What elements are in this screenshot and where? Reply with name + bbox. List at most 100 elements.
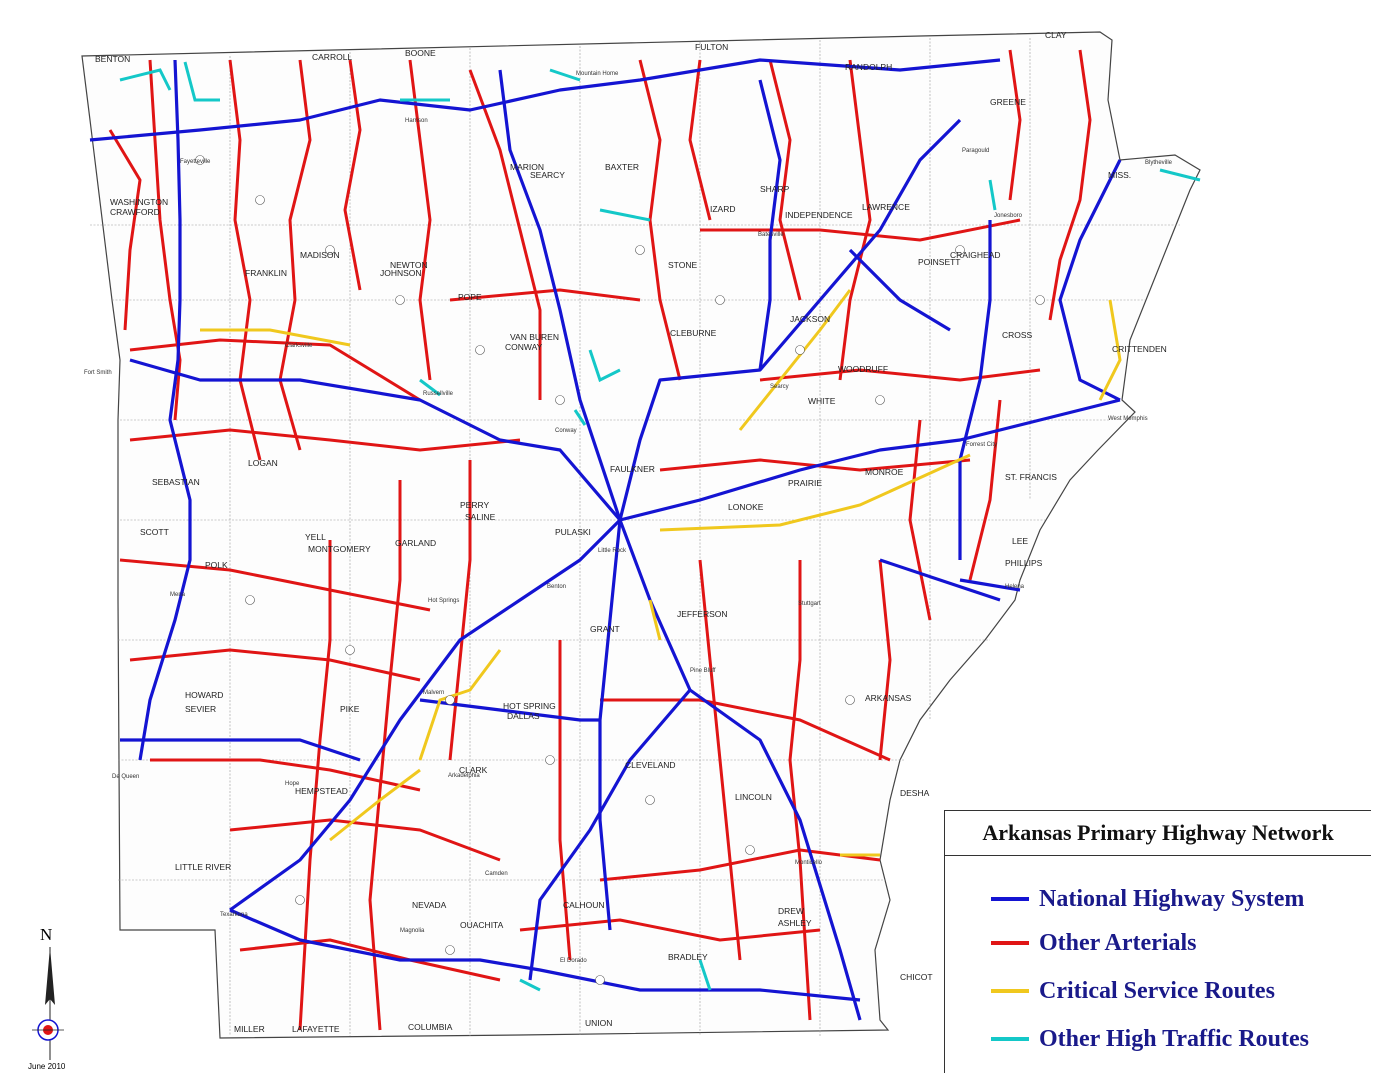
legend-item-arterials: Other Arterials [991, 927, 1197, 959]
legend-item-critical: Critical Service Routes [991, 975, 1275, 1007]
county-label: OUACHITA [460, 920, 504, 930]
county-label: SCOTT [140, 527, 169, 537]
county-label: NEWTON [390, 260, 428, 270]
county-label: CLEVELAND [625, 760, 676, 770]
city-label: Mena [170, 592, 186, 598]
other-high-traffic-routes [119, 61, 1201, 992]
county-label: MISS. [1108, 170, 1131, 180]
county-label: BAXTER [605, 162, 639, 172]
county-label: CRAIGHEAD [950, 250, 1001, 260]
county-label: LEE [1012, 536, 1028, 546]
county-label: CLARK [459, 765, 488, 775]
county-label: DESHA [900, 788, 930, 798]
city-label: Stuttgart [798, 601, 821, 607]
county-label: MADISON [300, 250, 340, 260]
city-label: West Memphis [1108, 416, 1148, 422]
county-labels: BENTON CARROLL BOONE MARION BAXTER FULTON RAND… [95, 30, 1167, 1034]
county-label: HOWARD [185, 690, 223, 700]
county-label: INDEPENDENCE [785, 210, 853, 220]
county-label: CALHOUN [563, 900, 605, 910]
county-label: DREW [778, 906, 804, 916]
county-label: PHILLIPS [1005, 558, 1043, 568]
city-label: Monticello [795, 860, 823, 866]
county-label: GRANT [590, 624, 620, 634]
county-label: ASHLEY [778, 918, 812, 928]
county-label: POINSETT [918, 257, 961, 267]
city-label: El Dorado [560, 958, 587, 964]
county-label: RANDOLPH [845, 62, 892, 72]
county-label: UNION [585, 1018, 612, 1028]
county-label: VAN BUREN [510, 332, 559, 342]
county-label: LOGAN [248, 458, 278, 468]
county-label: FRANKLIN [245, 268, 287, 278]
county-label: JEFFERSON [677, 609, 728, 619]
county-label: HOT SPRING [503, 701, 556, 711]
legend-swatch [991, 1037, 1029, 1041]
county-label: LAWRENCE [862, 202, 910, 212]
county-label: BRADLEY [668, 952, 708, 962]
route-shields [195, 155, 1045, 985]
legend-title: Arkansas Primary Highway Network [945, 811, 1371, 856]
county-label: LAFAYETTE [292, 1024, 340, 1034]
county-label: WHITE [808, 396, 836, 406]
city-label: Forrest City [966, 442, 997, 448]
legend-swatch [991, 941, 1029, 945]
county-label: PERRY [460, 500, 489, 510]
county-label: FULTON [695, 42, 728, 52]
city-label: Benton [547, 584, 566, 590]
county-label: CHICOT [900, 972, 933, 982]
city-label: Fayetteville [180, 159, 211, 165]
city-label: Clarksville [285, 343, 313, 349]
county-label: JOHNSON [380, 268, 422, 278]
county-label: MARION [510, 162, 544, 172]
county-label: CRAWFORD [110, 207, 160, 217]
city-label: Searcy [770, 384, 789, 390]
city-label: Batesville [758, 232, 784, 238]
county-label: CLEBURNE [670, 328, 717, 338]
city-label: Camden [485, 871, 508, 877]
county-label: LONOKE [728, 502, 764, 512]
legend-label: Other High Traffic Routes [1039, 1025, 1309, 1052]
county-label: BOONE [405, 48, 436, 58]
date-label: June 2010 [28, 1062, 66, 1071]
county-label: BENTON [95, 54, 130, 64]
national-highway-system [89, 58, 1122, 1021]
county-label: GARLAND [395, 538, 436, 548]
city-label: De Queen [112, 774, 139, 780]
county-label: DALLAS [507, 711, 540, 721]
city-label: Little Rock [598, 548, 627, 554]
city-label: Hot Springs [428, 598, 459, 604]
county-label: CARROLL [312, 52, 352, 62]
legend-swatch [991, 897, 1029, 901]
legend-label: Other Arterials [1039, 929, 1197, 956]
county-label: CLAY [1045, 30, 1067, 40]
county-label: MONROE [865, 467, 904, 477]
county-label: CRITTENDEN [1112, 344, 1167, 354]
county-label: WASHINGTON [110, 197, 168, 207]
city-label: Blytheville [1145, 160, 1173, 166]
county-label: ARKANSAS [865, 693, 912, 703]
city-label: Paragould [962, 148, 989, 154]
county-label: POPE [458, 292, 482, 302]
county-label: SEBASTIAN [152, 477, 200, 487]
county-label: CONWAY [505, 342, 543, 352]
county-label: HEMPSTEAD [295, 786, 348, 796]
city-label: Mountain Home [576, 71, 619, 77]
county-label: NEVADA [412, 900, 447, 910]
county-label: ST. FRANCIS [1005, 472, 1057, 482]
legend-label: Critical Service Routes [1039, 977, 1275, 1004]
county-label: YELL [305, 532, 326, 542]
city-label: Texarkana [220, 912, 248, 918]
county-label: MONTGOMERY [308, 544, 371, 554]
city-label: Jonesboro [994, 213, 1023, 219]
legend-item-nhs: National Highway System [991, 883, 1304, 915]
county-label: PRAIRIE [788, 478, 822, 488]
county-label: SEARCY [530, 170, 565, 180]
city-label: Russellville [423, 391, 454, 397]
county-label: CROSS [1002, 330, 1033, 340]
north-arrow-icon [32, 947, 64, 1060]
legend-item-high-traffic: Other High Traffic Routes [991, 1023, 1309, 1055]
city-label: Magnolia [400, 928, 425, 934]
